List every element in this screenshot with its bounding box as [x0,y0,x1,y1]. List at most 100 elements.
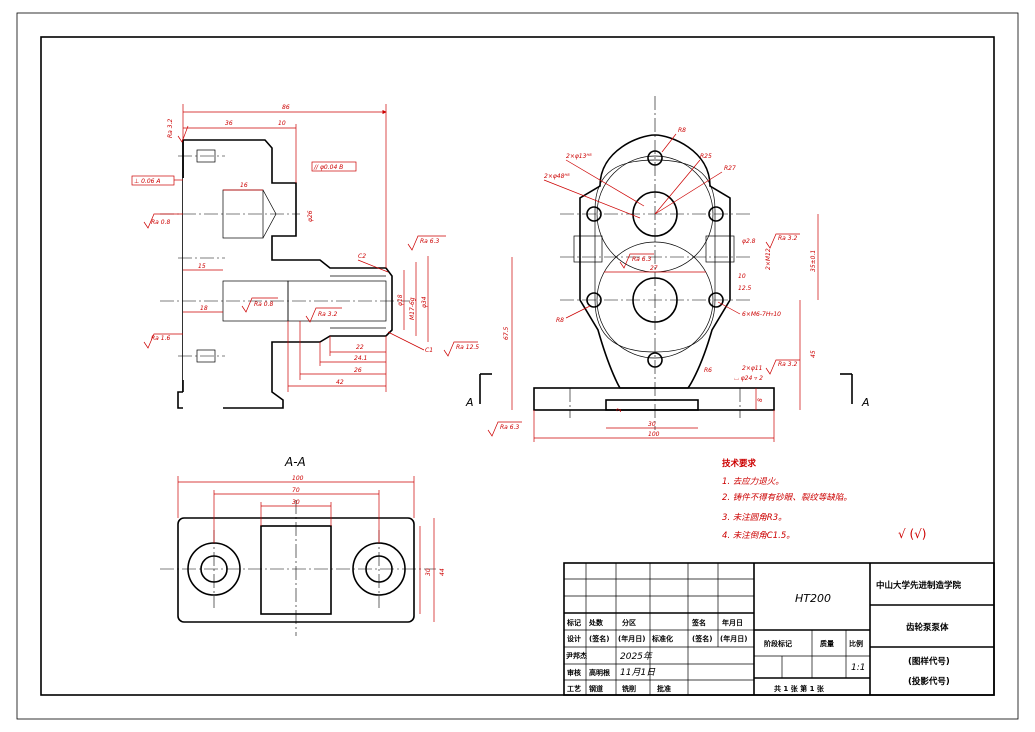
label-scale: 比例 [849,639,863,648]
section-marker-left: A [465,396,474,409]
tech-req-title: 技术要求 [722,458,757,469]
dim-30: 30 [648,421,656,428]
parallelism-frame: // φ0.04 B [313,164,343,171]
general-roughness-symbol: √ (√) [898,527,926,541]
dim-12-5: 12.5 [738,285,752,292]
dim-15: 15 [198,263,206,270]
drawing-code: (图样代号) [908,656,950,667]
roughness-ra-6-3-bottom: Ra 6.3 [500,424,519,431]
roughness-ra-3-2-bore: Ra 3.2 [318,311,337,318]
roughness-ra-0-8-bore: Ra 0.8 [254,301,273,308]
dim-18: 18 [200,305,208,312]
label-design-date: (年月日) [618,634,645,643]
perpendicularity-frame: ⊥ 0.06 A [134,178,161,185]
dim-26: φ26 [307,210,314,222]
roughness-ra-3-2-top: Ra 3.2 [167,119,174,138]
right-front-view [533,96,775,430]
checker-name: 高明根 [589,668,610,677]
tech-req-item-2: 2. 铸件不得有砂眼、裂纹等缺陷。 [722,492,852,503]
section-dim-70: 70 [292,487,300,494]
craft-value: 钢道 [589,684,603,693]
left-section-view [160,139,410,418]
label-zone: 分区 [622,618,636,627]
dim-16: 16 [240,182,248,189]
designer-name: 尹邦杰 [566,651,587,660]
label-design: 设计 [567,634,581,643]
technical-requirements: 技术要求 1. 去应力退火。 2. 铸件不得有砂眼、裂纹等缺陷。 3. 未注圆角… [722,458,926,541]
dim-6xm6: 6×M6-7H▿10 [742,311,781,318]
roughness-ra-0-8-left: Ra 0.8 [151,219,170,226]
dim-18-b: φ18 [397,294,404,306]
tech-req-item-1: 1. 去应力退火。 [722,476,784,487]
dim-8: 8 [757,398,764,402]
label-stage: 阶段标记 [764,639,792,648]
dim-r6: R6 [704,367,712,374]
right-view-dimensions: R8 R25 R27 2×φ13ᴴ⁸ 2×φ48ᴴ⁸ 27 Ra 6.3 10 … [465,127,870,442]
roughness-ra-6-3-center: Ra 6.3 [632,256,651,263]
label-date: 年月日 [722,618,743,627]
roughness-ra-3-2-base: Ra 3.2 [778,361,797,368]
title-block: HT200 中山大学先进制造学院 齿轮泵泵体 (图样代号) (投影代号) 标记 … [563,562,995,696]
roughness-ra-1-6: Ra 1.6 [151,335,170,342]
chamfer-c2: C2 [358,253,366,260]
label-standard-sign: (签名) [692,634,712,643]
dim-27: 27 [650,265,658,272]
roughness-ra-12-5: Ra 12.5 [456,344,479,351]
check-date: 11月1日 [620,667,656,678]
label-mark: 标记 [566,618,581,627]
dim-100: 100 [648,431,660,438]
roughness-ra-6-3-shaft: Ra 6.3 [420,238,439,245]
dim-2: 2 [616,408,623,412]
craft-value-2: 铣削 [621,684,636,693]
chamfer-c1: C1 [425,347,433,354]
dim-34: φ34 [421,296,428,308]
dim-counterbore: ⌴ φ24 ▿ 2 [734,375,763,382]
label-standard-date: (年月日) [720,634,747,643]
label-standard: 标准化 [651,634,673,643]
dim-r25: R25 [700,153,712,160]
dim-r8-top: R8 [678,127,686,134]
dim-10-right: 10 [738,273,746,280]
label-weight: 质量 [820,639,834,648]
dim-2x11: 2×φ11 [742,365,762,372]
dim-r27: R27 [724,165,736,172]
dim-10: 10 [278,120,286,127]
dim-36: 36 [225,120,233,127]
section-dim-100: 100 [292,475,304,482]
tech-req-item-3: 3. 未注圆角R3。 [722,512,787,523]
dim-86: 86 [282,104,290,111]
section-marker-right: A [861,396,870,409]
label-review: 审核 [567,668,581,677]
dim-45: 45 [810,350,817,358]
dim-67-5: 67.5 [503,326,510,340]
dim-2x13h8: 2×φ13ᴴ⁸ [566,153,592,160]
label-craft: 工艺 [567,684,581,693]
left-view-dimensions: 86 36 10 16 φ26 15 18 22 24.1 26 42 φ18 … [131,104,479,392]
dim-r8-left: R8 [556,317,564,324]
tech-req-item-4: 4. 未注倒角C1.5。 [722,530,795,541]
scale-value: 1:1 [851,663,865,673]
dim-m17: M17-6g [409,297,416,320]
outer-border [16,12,1019,720]
dim-22: 22 [356,344,364,351]
dim-35: 35±0.1 [810,250,817,272]
material-text: HT200 [795,592,831,605]
section-dim-30-v: 30 [425,568,432,576]
dim-42: 42 [336,379,344,386]
dim-phi-2-8: φ2.8 [742,238,756,245]
section-dim-44: 44 [439,568,446,576]
section-dim-30: 30 [292,499,300,506]
sheet-count: 共 1 张 第 1 张 [774,684,825,693]
projection-code: (投影代号) [908,676,950,687]
section-title: A-A [284,455,306,469]
dim-24-1: 24.1 [354,355,367,362]
label-design-sign: (签名) [589,634,609,643]
label-count: 处数 [588,618,604,627]
section-a-a-view: A-A 100 70 30 30 44 [160,455,446,636]
part-name: 齿轮泵泵体 [906,622,949,633]
dim-26-b: 26 [354,367,362,374]
dim-2x48h8: 2×φ48ᴴ⁸ [544,173,570,180]
dim-2xm12: 2×M12 [765,248,772,270]
label-sign: 签名 [691,618,706,627]
